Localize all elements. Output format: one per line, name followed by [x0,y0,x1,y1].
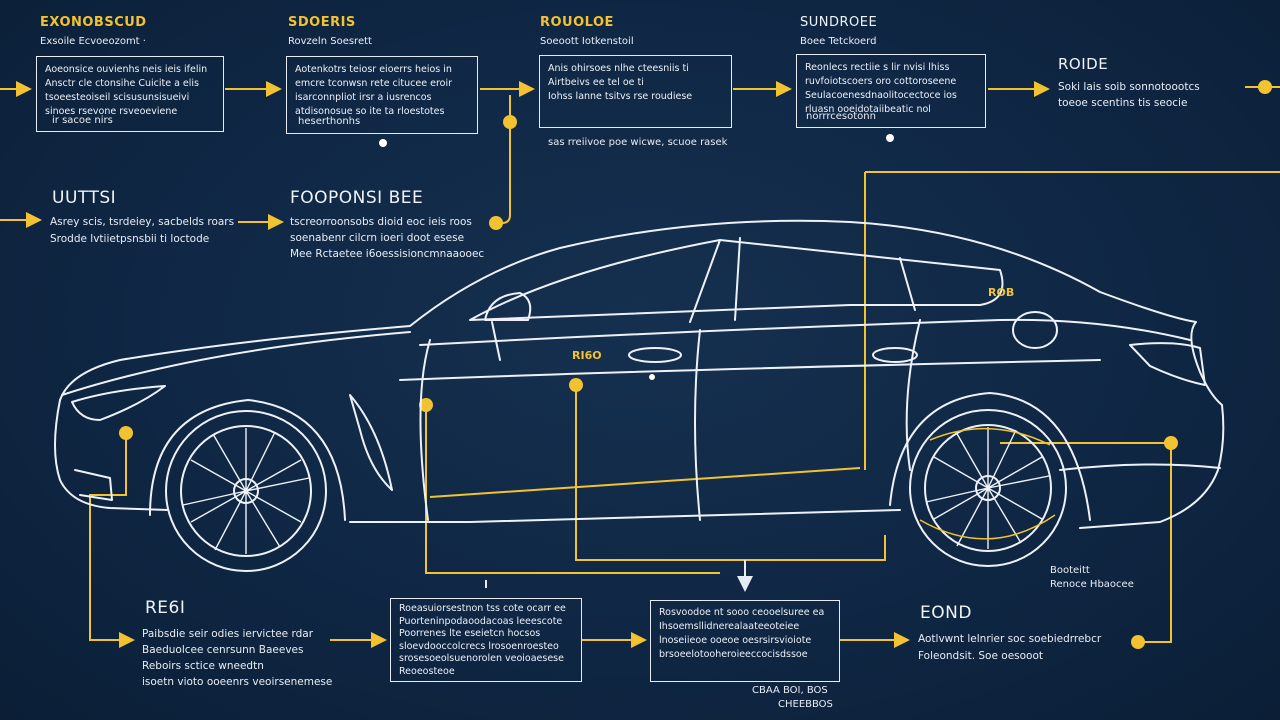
top-right-heading: ROIDE [1058,55,1109,73]
bottom-right-line: Aotlvwnt lelnrier soc soebiedrrebcr [918,633,1102,645]
step-3-caption: sas rreiivoe poe wicwe, scuoe rasek [548,137,728,148]
step-3-heading: ROUOLOE [540,15,614,30]
mid-left-line: Srodde lvtiietpsnsbii ti loctode [50,233,210,245]
small-white-dots [379,134,894,380]
step-1-line: ir sacoe nirs [52,115,113,126]
step-1-line: Aoeonsice ouvienhs neis ieis ifelin [45,64,208,75]
step-4-heading: SUNDROEE [800,15,878,30]
step-2-line: Aotenkotrs teiosr eioerrs heios in [295,64,452,75]
step-2-box: Aotenkotrs teiosr eioerrs heios in emcre… [286,56,478,134]
mid-center-line: tscreorroonsobs dioid eoc ieis roos [290,216,472,228]
bottom-left-line: Paibsdie seir odies iervictee rdar [142,628,314,640]
bottom-box-2-line: lnoseiieoe ooeoe oesrsirsvioiote [659,635,812,646]
bottom-left-heading: RE6I [145,598,186,618]
step-1-heading: EXONOBSCUD [40,15,147,30]
bottom-left-line: Reboirs sctice wneedtn [142,660,264,672]
step-3-line: Airtbeivs ee tel oe ti [548,77,644,88]
bottom-box-1-line: Roeasuiorsestnon tss cote ocarr ee [399,603,566,614]
step-1-box: Aoeonsice ouvienhs neis ieis ifelin Ansc… [36,56,224,132]
step-2-line: atdisonosue so ite ta rloestotes [295,106,445,117]
bottom-box-1-line: srosesoeolsuenorolen veoioaesese [399,653,564,664]
bottom-box-1-line: Poorrenes lte eseietcn hocsos [399,628,541,639]
mid-center-line: Mee Rctaetee i6oessisioncmnaaooec [290,248,485,260]
bottom-caption: CBAA BOI, BOS [752,685,828,696]
wheel-highlight [919,427,1056,540]
wheel-spokes [182,427,1050,554]
bottom-box-2-line: brsoeelotooheroieeccocisdssoe [659,649,808,660]
step-3-subheading: Soeoott Iotkenstoil [540,36,634,47]
step-4-box: Reonlecs rectiie s lir nvisi lhiss ruvfo… [796,54,986,128]
step-2-heading: SDOERIS [288,15,356,30]
step-2-subheading: Rovzeln Soesrett [288,36,372,47]
step-4-line: rluasn ooeidotaiibeatic nol [805,104,931,115]
callout-connectors [89,171,1280,648]
step-4-subheading: Boee Tetckoerd [800,36,877,47]
step-1-line: sinoes rsevone rsveoeviene [45,106,178,117]
step-3-box: Anis ohirsoes nlhe cteesniis ti Airtbeiv… [539,55,732,128]
step-3-line: Anis ohirsoes nlhe cteesniis ti [548,63,689,74]
step-3-line: Iohss lanne tsitvs rse roudiese [548,91,693,102]
top-right-line: toeoe scentins tis seocie [1058,97,1188,109]
bottom-box-2-line: Ihsoemsllidnerealaateeoteiee [659,621,800,632]
right-caption: Renoce Hbaocee [1050,579,1134,590]
connector-dots [119,80,1272,649]
bottom-right-line: Foleondsit. Soe oesooot [918,650,1044,662]
bottom-box-2: Rosvoodoe nt sooo ceooelsuree ea Ihsoems… [650,600,840,682]
step-4-line: Reonlecs rectiie s lir nvisi lhiss [805,62,950,73]
bottom-box-1-line: Reoeosteoe [399,665,455,677]
mid-left-line: Asrey scis, tsrdeiey, sacbelds roars [50,216,235,228]
bottom-left-line: isoetn vioto ooeenrs veoirsenemese [142,676,333,688]
step-4-line: ruvfoiotscoers oro cottoroseene [805,76,957,87]
bottom-box-1: Roeasuiorsestnon tss cote ocarr ee Puort… [390,598,582,682]
bottom-box-1-line: sloevdooccolcrecs lrosoenroesteo [399,640,559,652]
car-outline [54,219,1225,572]
step-2-line: emcre tconwsn rete citucee eroir [295,78,452,89]
rear-label: ROB [988,286,1015,299]
step-1-line: tsoeesteoiseil scisusunsisueivi [45,92,190,103]
mid-center-line: soenabenr cilcrn ioeri doot esese [290,232,465,244]
step-1-subheading: Exsoile Ecvoeozomt · [40,36,146,47]
step-1-line: Ansctr cle ctonsihe Cuicite a elis [45,78,199,89]
bottom-left-line: Baeduolcee cenrsunn Baeeves [142,644,304,656]
bottom-right-heading: EOND [920,603,972,623]
step-4-line: norrrcesotonn [806,111,876,122]
top-right-line: Soki lais soib sonnotoootcs [1058,81,1200,93]
bottom-box-1-line: Puorteninpodaoodacoas leeescote [399,615,563,627]
bottom-box-2-line: Rosvoodoe nt sooo ceooelsuree ea [659,607,825,618]
step-4-line: Seulacoenesdnaolitocectoce ios [805,90,957,101]
bottom-caption: CHEEBBOS [778,699,833,710]
mid-left-heading: UUTTSI [52,188,117,208]
door-label: RI6O [572,349,602,362]
mid-center-heading: FOOPONSI BEE [290,188,424,208]
step-2-line: isarconnpliot irsr a iusrencos [295,92,432,103]
right-caption: Booteitt [1050,565,1090,576]
step-2-line: heserthonhs [298,116,361,127]
